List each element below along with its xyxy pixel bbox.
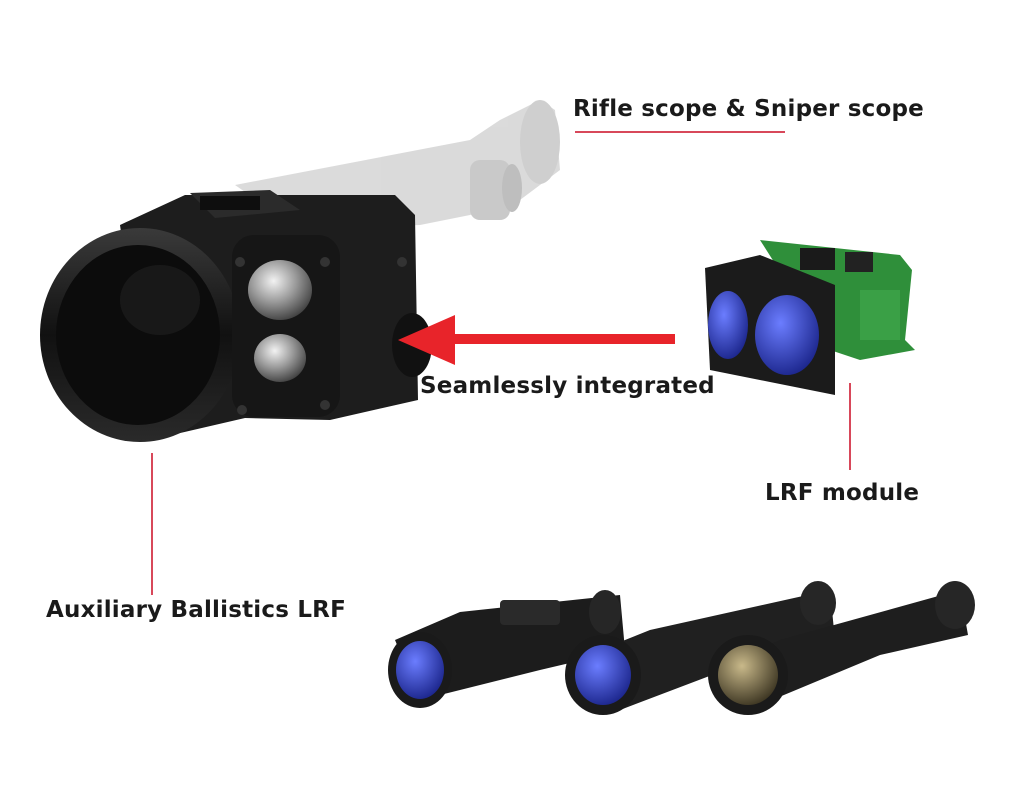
seamless-integration-label: Seamlessly integrated (420, 373, 715, 399)
lrf-module (705, 240, 915, 395)
rifle-scope-label: Rifle scope & Sniper scope (573, 96, 924, 122)
lrf-module-leader (849, 383, 851, 470)
auxiliary-lrf-label: Auxiliary Ballistics LRF (46, 597, 347, 623)
lrf-module-label: LRF module (765, 480, 920, 506)
rifle-scope-leader (575, 131, 785, 133)
scope-lineup (388, 581, 975, 715)
auxiliary-lrf-device (40, 190, 432, 442)
arrow-left-icon (398, 315, 675, 365)
auxiliary-leader (151, 453, 153, 595)
